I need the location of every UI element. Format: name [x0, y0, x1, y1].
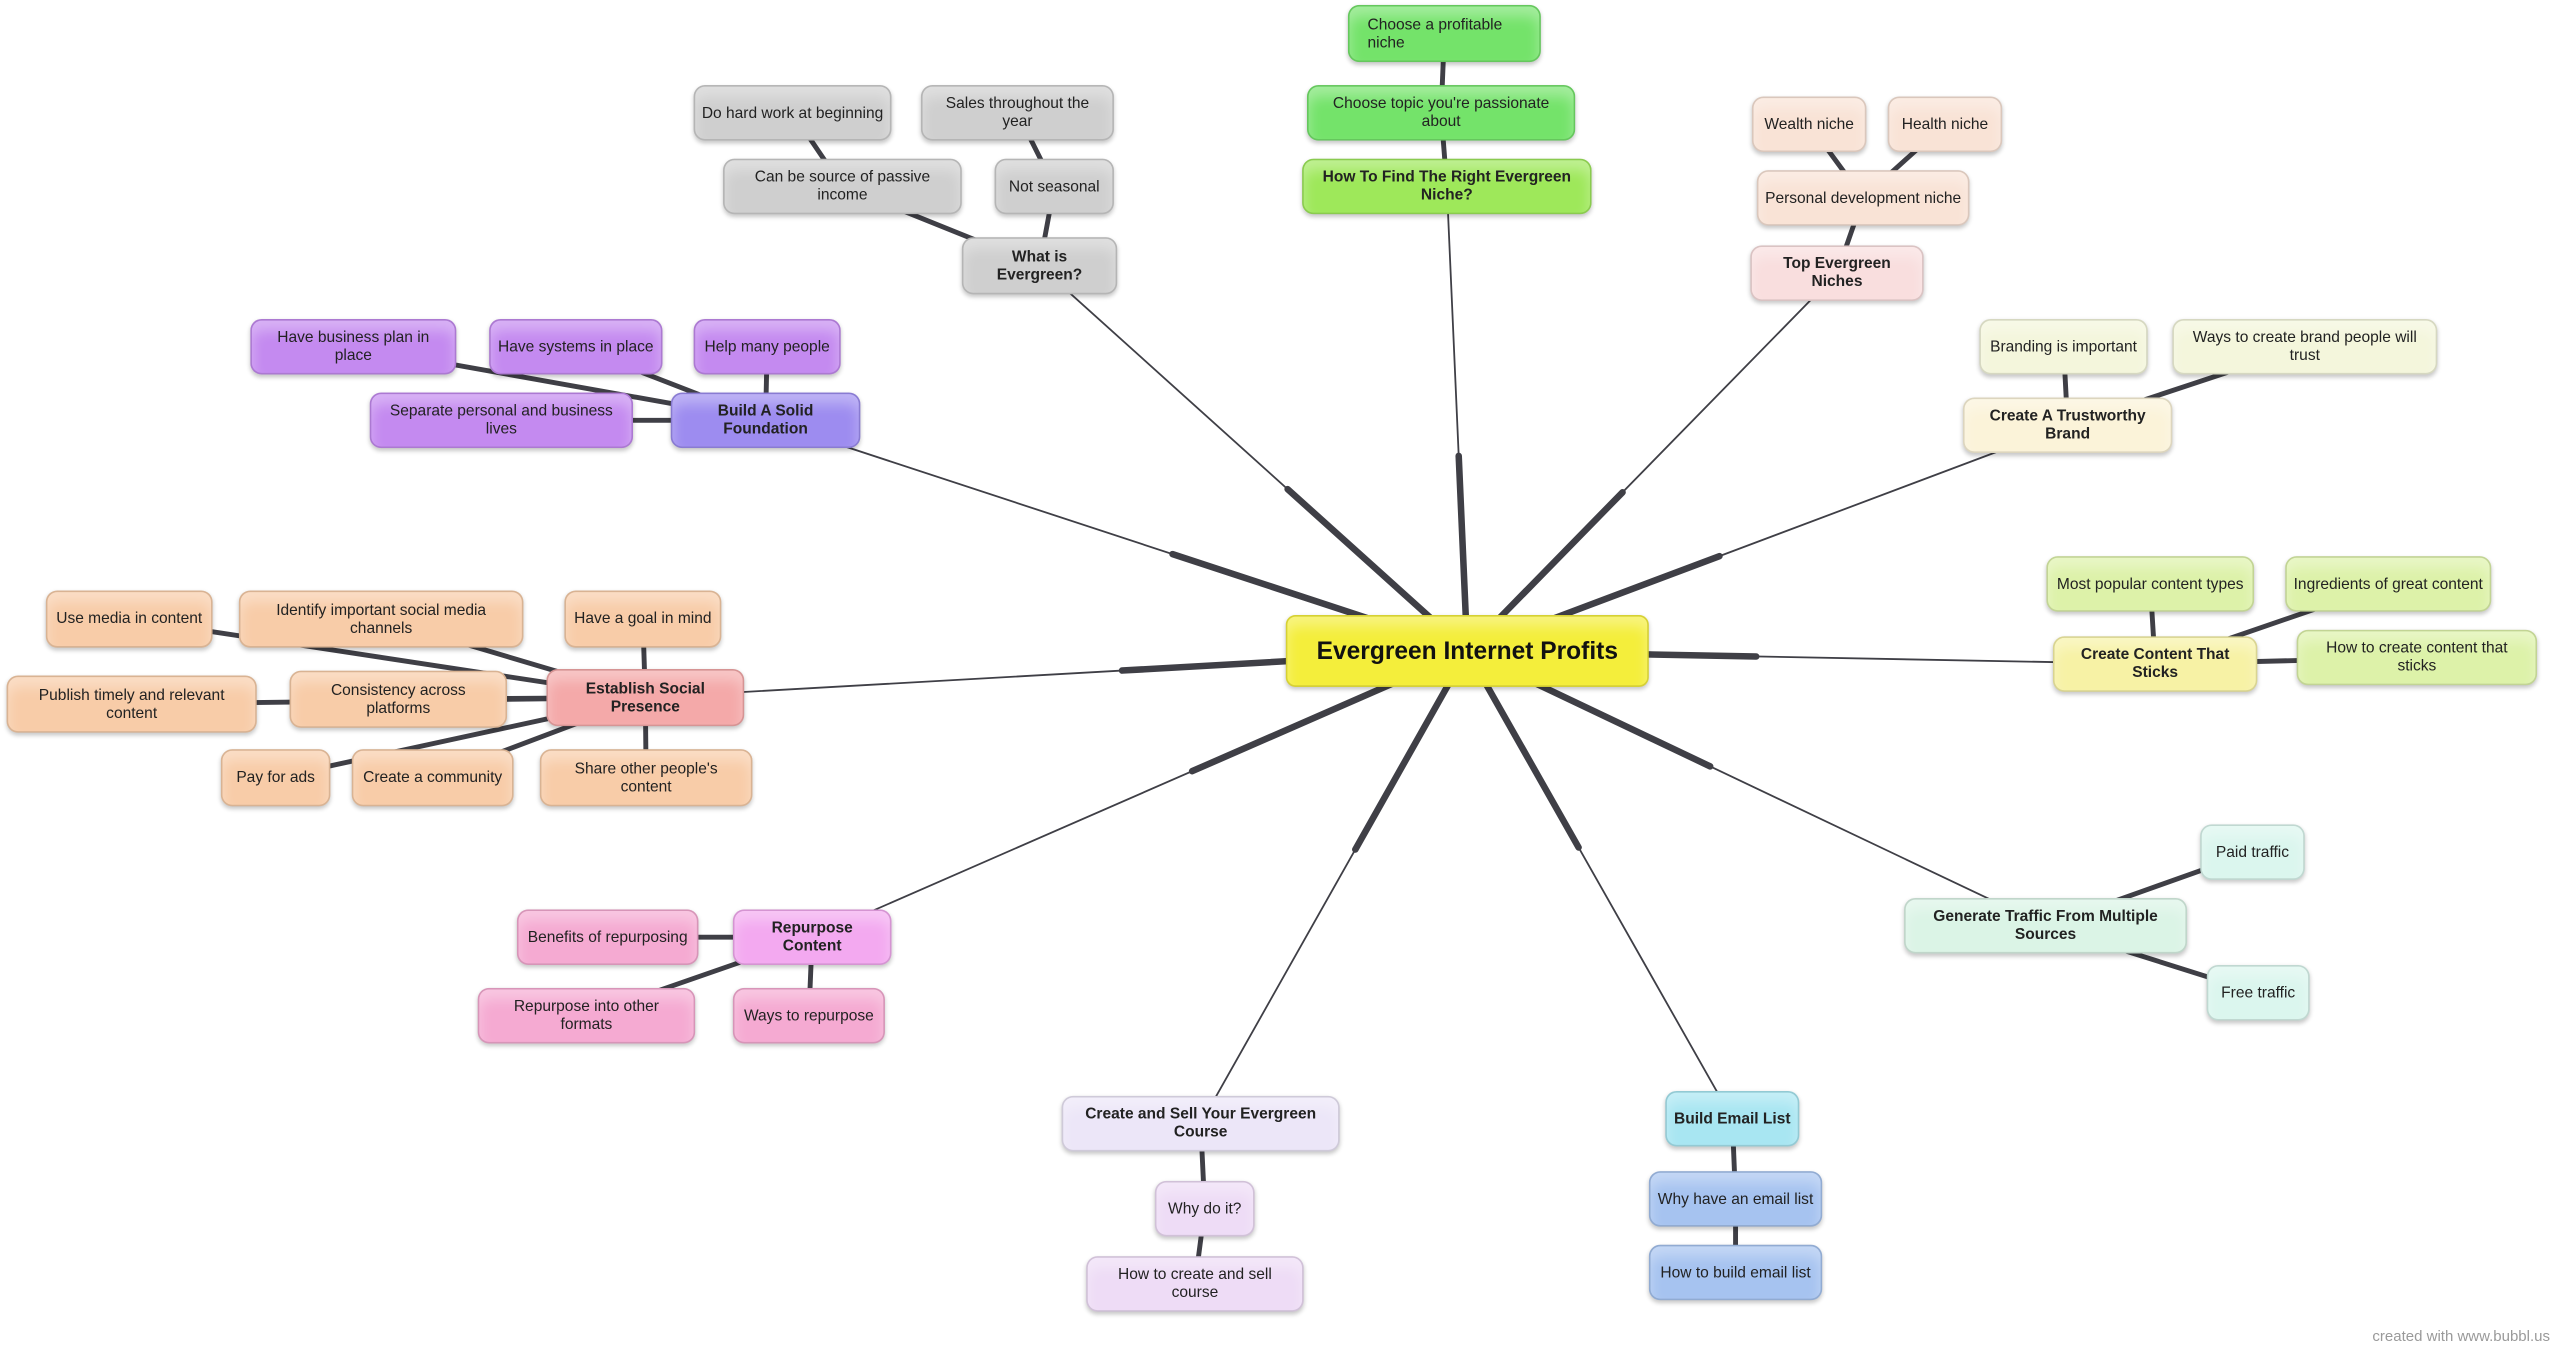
node-course-how[interactable]: How to create and sell course: [1086, 1256, 1304, 1312]
node-social-share[interactable]: Share other people's content: [539, 749, 753, 807]
node-foundation-separate[interactable]: Separate personal and business lives: [369, 392, 634, 449]
node-content[interactable]: Create Content That Sticks: [2052, 636, 2258, 692]
node-foundation-help[interactable]: Help many people: [693, 318, 841, 375]
node-email[interactable]: Build Email List: [1665, 1090, 1800, 1147]
node-brand-important[interactable]: Branding is important: [1979, 318, 2148, 375]
node-whatis-seasonal[interactable]: Not seasonal: [994, 158, 1114, 215]
node-center[interactable]: Evergreen Internet Profits: [1285, 614, 1649, 687]
node-brand-ways[interactable]: Ways to create brand people will trust: [2172, 318, 2438, 375]
node-niche[interactable]: How To Find The Right Evergreen Niche?: [1302, 158, 1592, 215]
node-niche-profitable[interactable]: Choose a profitable niche: [1347, 4, 1541, 63]
node-niches[interactable]: Top Evergreen Niches: [1750, 245, 1924, 301]
node-course[interactable]: Create and Sell Your Evergreen Course: [1061, 1095, 1340, 1152]
node-repurpose-benefits[interactable]: Benefits of repurposing: [516, 909, 699, 965]
node-repurpose-formats[interactable]: Repurpose into other formats: [477, 987, 696, 1044]
node-email-why[interactable]: Why have an email list: [1648, 1171, 1823, 1227]
node-social-community[interactable]: Create a community: [351, 749, 514, 807]
node-social-media[interactable]: Use media in content: [45, 590, 213, 648]
node-foundation-systems[interactable]: Have systems in place: [489, 318, 663, 375]
node-course-why[interactable]: Why do it?: [1154, 1180, 1255, 1237]
node-content-ingredients[interactable]: Ingredients of great content: [2285, 556, 2492, 612]
node-email-how[interactable]: How to build email list: [1648, 1244, 1823, 1301]
node-traffic[interactable]: Generate Traffic From Multiple Sources: [1904, 897, 2188, 954]
node-niches-personal[interactable]: Personal development niche: [1756, 170, 1970, 226]
node-whatis-passive[interactable]: Can be source of passive income: [723, 158, 962, 215]
node-whatis[interactable]: What is Evergreen?: [961, 237, 1118, 295]
node-content-popular[interactable]: Most popular content types: [2046, 556, 2255, 612]
node-repurpose[interactable]: Repurpose Content: [732, 909, 892, 965]
node-social-goal[interactable]: Have a goal in mind: [564, 590, 722, 648]
credit-label: created with www.bubbl.us: [2372, 1328, 2550, 1345]
node-niches-health[interactable]: Health niche: [1887, 96, 2003, 153]
node-niches-wealth[interactable]: Wealth niche: [1751, 96, 1867, 153]
node-social-ads[interactable]: Pay for ads: [220, 749, 331, 807]
node-foundation-plan[interactable]: Have business plan in place: [250, 318, 457, 375]
node-social[interactable]: Establish Social Presence: [546, 668, 745, 727]
node-content-how[interactable]: How to create content that sticks: [2296, 629, 2538, 686]
node-brand[interactable]: Create A Trustworthy Brand: [1962, 397, 2173, 454]
node-whatis-hard[interactable]: Do hard work at beginning: [693, 85, 892, 141]
node-traffic-paid[interactable]: Paid traffic: [2200, 824, 2305, 880]
node-niche-topic[interactable]: Choose topic you're passionate about: [1306, 85, 1576, 141]
node-whatis-sales[interactable]: Sales throughout the year: [920, 85, 1114, 141]
node-repurpose-ways[interactable]: Ways to repurpose: [732, 987, 885, 1044]
node-social-timely[interactable]: Publish timely and relevant content: [6, 675, 257, 733]
node-traffic-free[interactable]: Free traffic: [2206, 964, 2310, 1021]
node-social-channels[interactable]: Identify important social media channels: [238, 590, 524, 648]
node-foundation[interactable]: Build A Solid Foundation: [670, 392, 861, 449]
node-social-consistency[interactable]: Consistency across platforms: [289, 670, 508, 728]
